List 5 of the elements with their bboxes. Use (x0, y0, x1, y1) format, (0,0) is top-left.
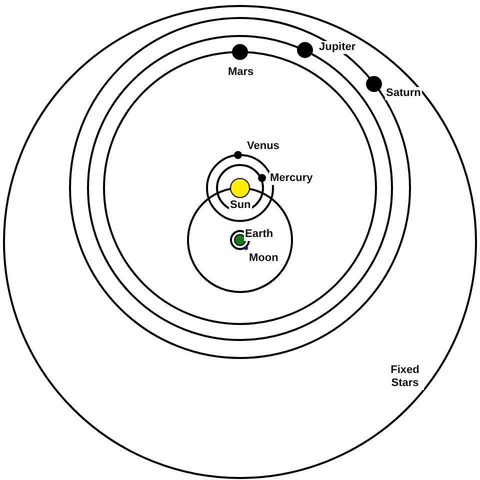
body-label: Mercury (269, 172, 314, 185)
body-label: Jupiter (318, 41, 357, 54)
body-label: Earth (244, 228, 274, 241)
body-label: Sun (229, 199, 252, 212)
body-label: Saturn (385, 87, 422, 100)
